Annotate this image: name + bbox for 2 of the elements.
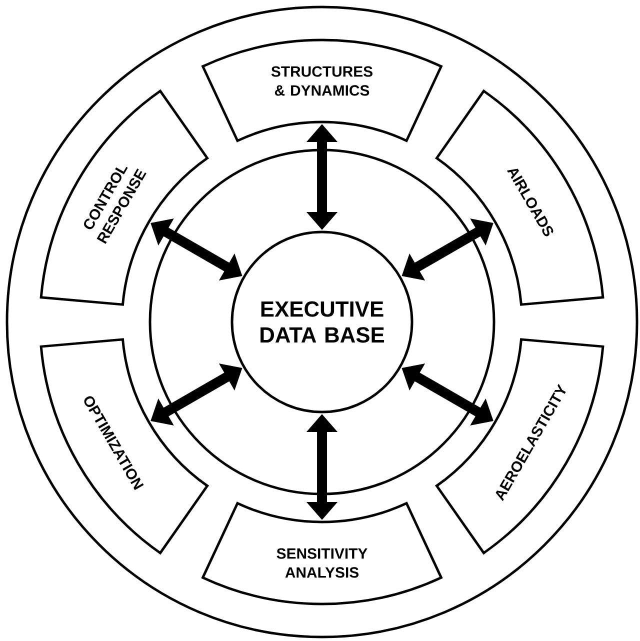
ring-segment: SENSITIVITY ANALYSIS bbox=[202, 502, 442, 606]
ring-segment: STRUCTURES & DYNAMICS bbox=[202, 38, 442, 142]
